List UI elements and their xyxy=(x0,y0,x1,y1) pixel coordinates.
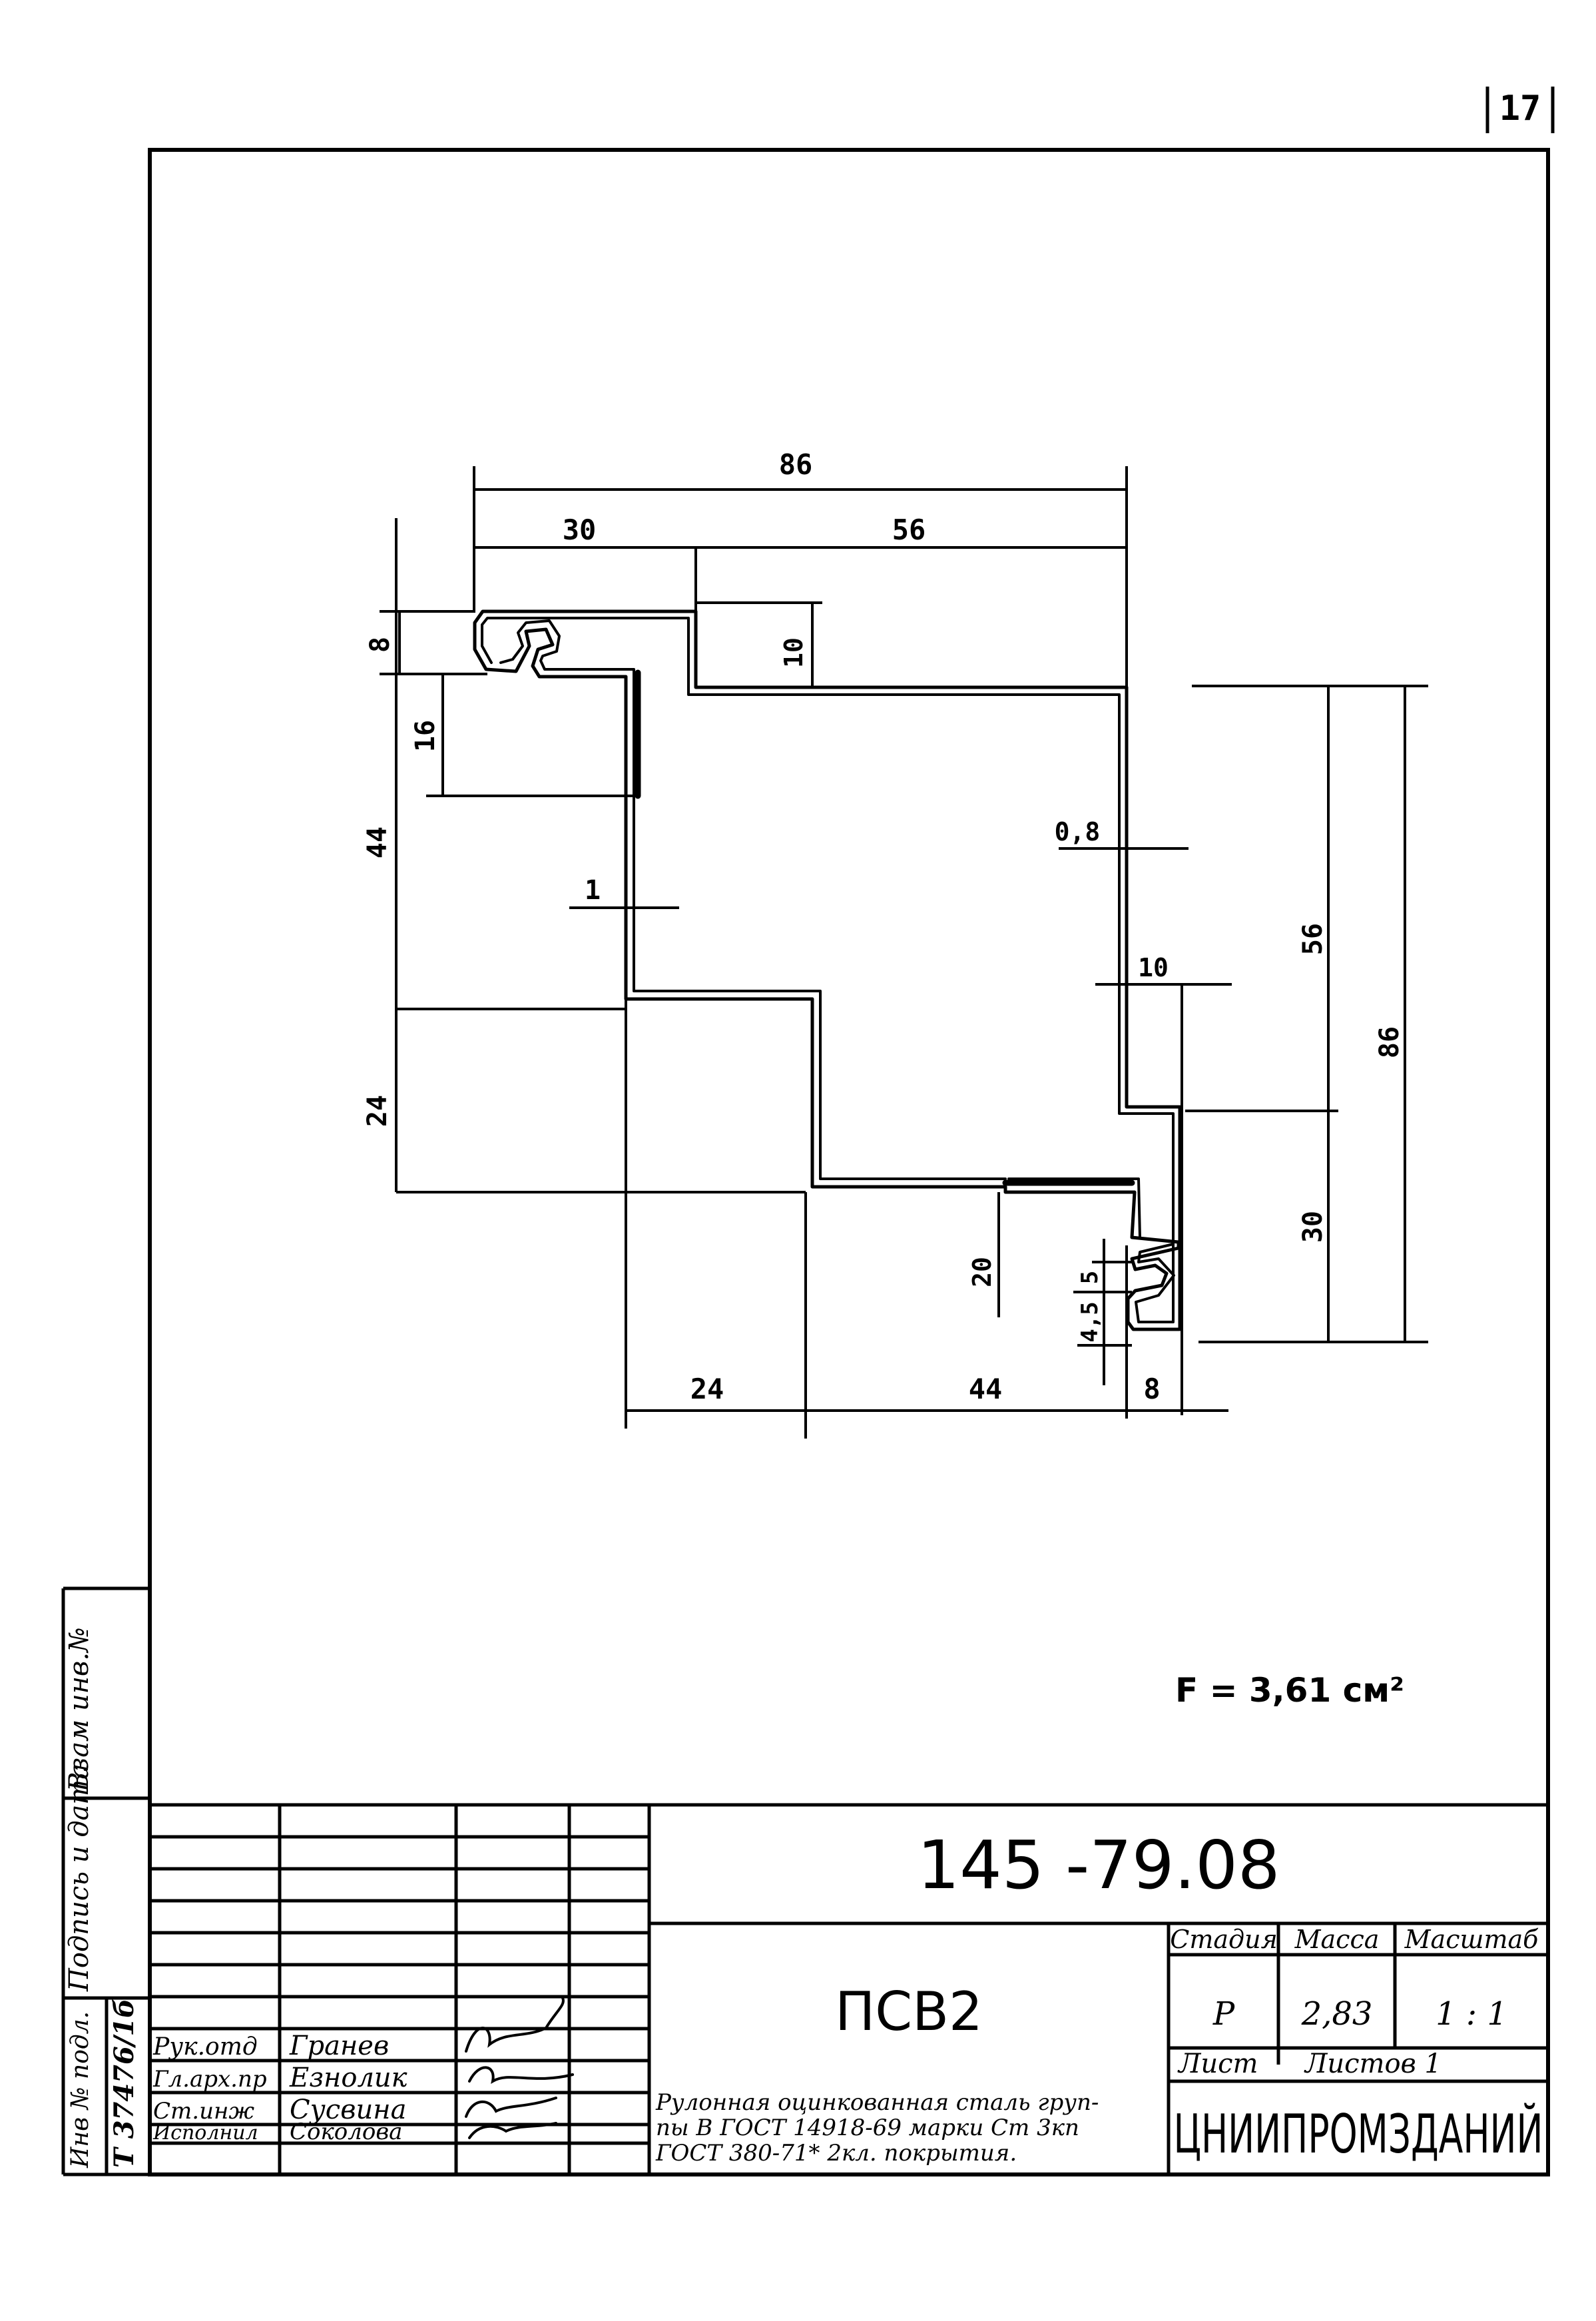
dim-inner-5: 5 xyxy=(1077,1271,1103,1284)
dim-bottom-24: 24 xyxy=(690,1373,724,1405)
dim-left-24: 24 xyxy=(362,1095,393,1127)
signature-scribbles xyxy=(465,1997,574,2139)
material-line-1: Рулонная оцинкованная сталь груп- xyxy=(655,2089,1099,2116)
stage-header: Стадия xyxy=(1170,1925,1277,1954)
part-name: ПСВ2 xyxy=(835,1981,983,2043)
dim-thickness-0-8: 0,8 xyxy=(1055,817,1101,846)
side-stamp-vzam: Взам инв.№ xyxy=(64,1627,95,1792)
signature-name-2: Езнолик xyxy=(289,2063,407,2093)
dim-right-56: 56 xyxy=(1298,923,1328,955)
dim-top-right: 56 xyxy=(892,513,926,546)
scale-header: Масштаб xyxy=(1404,1925,1539,1954)
drawing-frame xyxy=(148,148,1550,2176)
scale-value: 1 : 1 xyxy=(1436,1995,1507,2033)
signature-name-3: Сусвина xyxy=(290,2095,406,2125)
profile-section xyxy=(473,609,1182,1331)
dim-step-10-top: 10 xyxy=(779,637,808,668)
dim-inner-4-5: 4,5 xyxy=(1077,1301,1103,1342)
dim-step-10-right: 10 xyxy=(1138,953,1169,982)
sheets-label: Листов 1 xyxy=(1304,2049,1442,2079)
signature-role-4: Исполнил xyxy=(152,2121,258,2145)
side-stamp-inv: Инв № подл. xyxy=(67,2011,94,2168)
dim-top-left: 30 xyxy=(563,513,597,546)
mass-value: 2,83 xyxy=(1301,1995,1373,2033)
material-line-2: пы В ГОСТ 14918-69 марки Ст 3кп xyxy=(656,2115,1079,2141)
organization-name: ЦНИИПРОМЗДАНИЙ xyxy=(1174,2103,1543,2165)
stage-value: Р xyxy=(1212,1995,1235,2033)
side-stamp xyxy=(61,1586,150,2176)
dim-inner-20: 20 xyxy=(967,1257,997,1287)
material-line-3: ГОСТ 380-71* 2кл. покрытия. xyxy=(655,2140,1017,2166)
signature-name-1: Гранев xyxy=(289,2031,389,2061)
mass-header: Масса xyxy=(1294,1925,1380,1954)
title-block-lines xyxy=(150,1803,1548,2174)
dim-thickness-1: 1 xyxy=(585,875,601,906)
side-stamp-podpis: Подпись и дата xyxy=(64,1764,95,1992)
signature-name-4: Соколова xyxy=(290,2119,402,2145)
side-stamp-inv-number: Т 37476/1б xyxy=(109,1999,140,2168)
dim-left-16: 16 xyxy=(410,720,441,752)
dim-top-total: 86 xyxy=(779,448,813,481)
signature-role-3: Ст.инж xyxy=(153,2098,254,2125)
sheet-label: Лист xyxy=(1177,2049,1258,2079)
dim-right-30: 30 xyxy=(1298,1211,1328,1243)
dimension-labels: 86 30 56 8 16 44 24 1 10 0,8 10 56 86 30… xyxy=(362,448,1405,1405)
dimension-lines xyxy=(380,466,1428,1439)
page-number-box: 17 xyxy=(1485,87,1555,133)
page-number: 17 xyxy=(1499,89,1541,129)
dim-right-86: 86 xyxy=(1374,1026,1405,1058)
signature-role-1: Рук.отд xyxy=(152,2033,258,2061)
doc-number: 145 -79.08 xyxy=(917,1826,1280,1904)
signature-role-2: Гл.арх.пр xyxy=(152,2066,267,2093)
dim-left-8: 8 xyxy=(365,637,396,653)
dim-bottom-8: 8 xyxy=(1143,1373,1160,1405)
area-label: F = 3,61 см² xyxy=(1175,1671,1404,1710)
dim-left-44: 44 xyxy=(362,827,393,858)
dim-bottom-44: 44 xyxy=(969,1373,1003,1405)
